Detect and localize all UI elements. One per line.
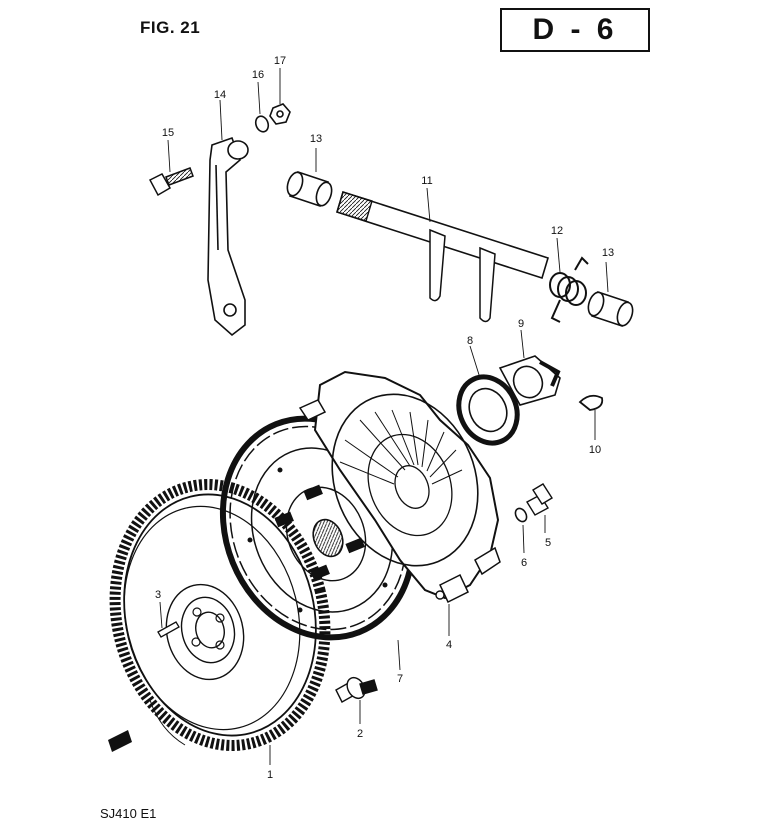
release-lever-part: [207, 136, 249, 337]
callout-15: 15: [162, 127, 174, 139]
callout-16: 16: [252, 69, 264, 81]
callout-3: 3: [155, 589, 161, 601]
clutch-cover-part: [298, 370, 501, 604]
callout-11: 11: [421, 175, 432, 187]
flywheel-part: [109, 479, 331, 751]
callout-9: 9: [518, 318, 524, 330]
bushing-left-part: [286, 170, 333, 208]
orientation-arrow-icon: [108, 730, 132, 752]
cover-bolt-part: [526, 483, 553, 516]
callout-13-right: 13: [602, 247, 614, 259]
release-bearing-part: [456, 374, 520, 446]
callout-labels: 1 2 3 4 5 6 7 8 9 10 11 12 13 13 14 15 1…: [155, 55, 614, 781]
bearing-hub-part: [498, 355, 561, 406]
callout-leaders: [159, 68, 609, 765]
lever-bolt-part: [148, 167, 194, 197]
callout-12: 12: [551, 225, 563, 237]
callout-6: 6: [521, 557, 527, 569]
lever-nut-part: [269, 103, 291, 125]
section-code-box: D - 6: [500, 8, 650, 52]
flywheel-bolt-part: [335, 676, 378, 703]
callout-10: 10: [589, 444, 601, 456]
clip-part: [578, 394, 604, 411]
bushing-right-part: [587, 290, 634, 328]
callout-1: 1: [267, 769, 273, 781]
callout-17: 17: [274, 55, 286, 67]
model-code: SJ410 E1: [100, 806, 157, 821]
callout-13-left: 13: [310, 133, 322, 145]
callout-2: 2: [357, 728, 363, 740]
callout-8: 8: [467, 335, 473, 347]
figure-title: FIG. 21: [140, 18, 201, 37]
lever-washer-part: [254, 115, 270, 133]
release-shaft-part: [336, 190, 549, 323]
callout-4: 4: [446, 639, 452, 651]
section-code: D - 6: [532, 13, 618, 46]
callout-7: 7: [397, 673, 403, 685]
callout-5: 5: [545, 537, 551, 549]
callout-14: 14: [214, 89, 226, 101]
return-spring-part: [549, 256, 589, 323]
washer-part: [514, 507, 528, 523]
dowel-pin-part: [157, 621, 180, 638]
